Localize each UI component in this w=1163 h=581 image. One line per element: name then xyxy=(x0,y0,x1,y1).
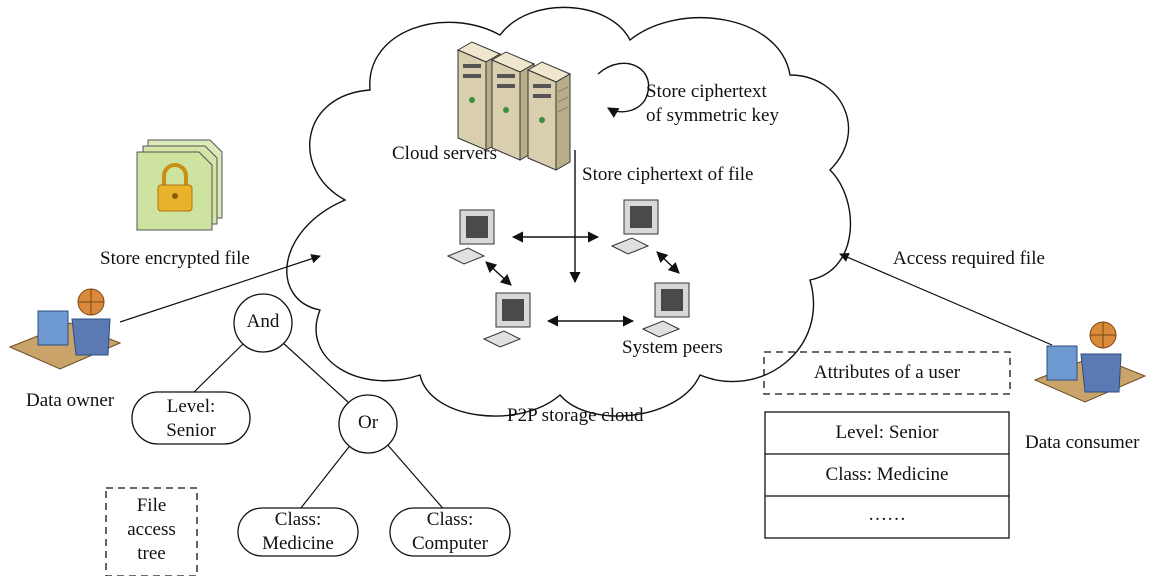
tree-edge xyxy=(281,341,349,403)
access-tree-caption: File access tree xyxy=(127,495,176,564)
server-icon xyxy=(456,41,572,171)
store-file-label: Store ciphertext of file xyxy=(582,164,754,185)
store-encrypted-file-arrow xyxy=(119,254,321,323)
computer-icon xyxy=(482,292,531,348)
store-key-loop-arrow xyxy=(597,62,650,118)
encrypted-file-icon xyxy=(136,139,223,231)
user-attribute-row: …… xyxy=(868,504,906,525)
access-required-file-label: Access required file xyxy=(893,248,1045,269)
peer-link xyxy=(485,261,512,286)
access-tree-caption-box xyxy=(105,487,198,577)
tree-edge xyxy=(192,341,246,394)
computer-icon xyxy=(610,199,659,255)
tree-node-and-label: And xyxy=(246,311,280,332)
user-attributes-table xyxy=(764,411,1010,539)
tree-leaf-level xyxy=(131,391,251,445)
user-attributes-title: Attributes of a user xyxy=(813,362,961,383)
store-key-label: Store ciphertext of symmetric key xyxy=(646,81,779,126)
lock-icon xyxy=(157,163,193,212)
tree-node-or-label: Or xyxy=(357,412,379,433)
tree-leaf-medicine xyxy=(237,507,359,557)
computer-icon xyxy=(641,282,690,338)
tree-node-or xyxy=(338,394,398,454)
tree-leaf-medicine-label: Class: Medicine xyxy=(262,509,334,554)
cloud-outline xyxy=(286,6,852,417)
user-at-desk-icon xyxy=(1033,321,1147,403)
peer-link xyxy=(656,251,680,274)
cloud-servers-label: Cloud servers xyxy=(392,143,498,164)
tree-leaf-computer xyxy=(389,507,511,557)
user-at-desk-icon xyxy=(8,288,122,370)
access-required-file-arrow xyxy=(839,252,1053,346)
tree-node-and xyxy=(233,293,293,353)
user-attribute-row: Level: Senior xyxy=(835,422,939,443)
system-peers-label: System peers xyxy=(622,337,723,358)
tree-leaf-computer-label: Class: Computer xyxy=(412,509,488,554)
tree-leaf-level-label: Level: Senior xyxy=(166,396,216,441)
store-encrypted-file-label: Store encrypted file xyxy=(100,248,250,269)
user-attribute-row: Class: Medicine xyxy=(825,464,949,485)
user-attributes-title-box xyxy=(763,351,1011,395)
data-owner-label: Data owner xyxy=(26,390,115,411)
tree-edge xyxy=(385,442,448,514)
tree-edge xyxy=(296,442,353,514)
computer-icon xyxy=(446,209,495,265)
data-consumer-label: Data consumer xyxy=(1025,432,1140,453)
cloud-title: P2P storage cloud xyxy=(507,405,644,426)
